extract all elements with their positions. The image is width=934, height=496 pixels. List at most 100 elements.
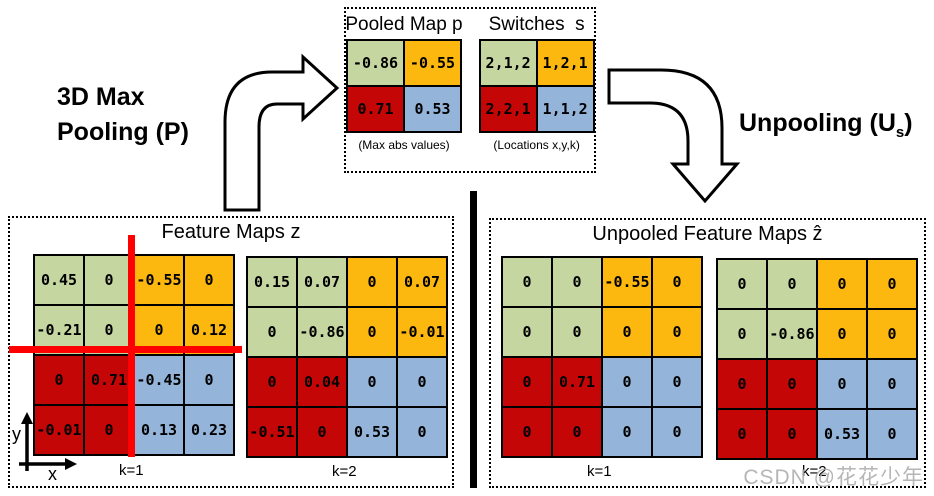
grid-cell: 0 (818, 310, 866, 358)
grid-cell: 1,1,2 (537, 87, 593, 131)
grid-cell: 0.07 (398, 258, 446, 306)
grid-cell: 0.45 (35, 256, 83, 304)
xy-axis-icon (19, 412, 77, 471)
grid-cell: -0.45 (135, 356, 183, 404)
grid-cell: 1,2,1 (537, 41, 593, 85)
grid-cell: 0.53 (818, 410, 866, 458)
grid-cell: 0 (298, 408, 346, 456)
grid-cell: 0.71 (85, 356, 133, 404)
grid-cell: 2,2,1 (480, 87, 536, 131)
max-pooling-label: 3D Max Pooling (P) (57, 80, 189, 149)
grid-cell: 0 (718, 410, 766, 458)
grid-cell: 0 (868, 410, 916, 458)
grid-cell: 0 (868, 360, 916, 408)
grid-cell: 0 (718, 260, 766, 308)
x-axis-label: x (48, 464, 57, 484)
grid-cell: 0 (503, 308, 551, 356)
switches-title: Switches s (488, 14, 585, 35)
k1-label: k=1 (119, 462, 144, 479)
grid-cell: 0.23 (185, 406, 233, 454)
section-divider (470, 191, 477, 488)
pooling-region-crosshair-horizontal (9, 346, 242, 353)
grid-cell: 0 (718, 310, 766, 358)
grid-cell: 0 (85, 256, 133, 304)
grid-cell: -0.55 (405, 41, 460, 85)
grid-cell: -0.55 (135, 256, 183, 304)
grid-cell: 0 (348, 308, 396, 356)
grid-cell: 0.13 (135, 406, 183, 454)
grid-cell: 0 (768, 410, 816, 458)
grid-cell: 0 (553, 308, 601, 356)
grid-cell: 0 (185, 256, 233, 304)
grid-cell: 0.53 (405, 87, 460, 131)
pooling-arrow-icon (223, 53, 340, 212)
unpooling-label: Unpooling (Us) (739, 106, 913, 144)
grid-cell: 0.07 (298, 258, 346, 306)
grid-cell: -0.86 (298, 308, 346, 356)
grid-cell: 0 (553, 258, 601, 306)
grid-cell: 0 (85, 406, 133, 454)
y-axis-label: y (12, 424, 21, 444)
watermark: CSDN @花花少年 (743, 466, 924, 489)
unpooling-label-subscript: s (895, 124, 905, 141)
grid-cell: 0 (503, 408, 551, 456)
grid-cell: 0 (348, 258, 396, 306)
grid-cell: -0.86 (768, 310, 816, 358)
grid-cell: 0 (35, 356, 83, 404)
grid-cell: -0.51 (248, 408, 296, 456)
grid-cell: -0.55 (603, 258, 651, 306)
grid-cell: 0 (868, 260, 916, 308)
k2-label: k=2 (332, 463, 357, 480)
grid-cell: 0 (248, 308, 296, 356)
grid-cell: 0 (398, 358, 446, 406)
grid-cell: 0.71 (348, 87, 403, 131)
unpooling-label-prefix: Unpooling (U (739, 109, 896, 137)
grid-cell: 0 (653, 358, 701, 406)
grid-cell: -0.86 (348, 41, 403, 85)
max-pooling-label-line1: 3D Max (57, 83, 145, 111)
unpooled-maps-title: Unpooled Feature Maps ẑ (592, 223, 823, 245)
grid-cell: 0 (503, 258, 551, 306)
grid-cell: 0 (768, 360, 816, 408)
grid-cell: 0 (398, 408, 446, 456)
unpooling-label-suffix: ) (904, 109, 913, 137)
grid-cell: 0 (553, 408, 601, 456)
grid-cell: 0 (503, 358, 551, 406)
grid-cell: 0.53 (348, 408, 396, 456)
feature-maps-title: Feature Maps z (161, 221, 301, 243)
grid-cell: 0 (603, 308, 651, 356)
pooled-map-title: Pooled Map p (345, 14, 463, 35)
grid-cell: 0 (718, 360, 766, 408)
grid-cell: 0 (653, 408, 701, 456)
grid-cell: -0.01 (35, 406, 83, 454)
max-pooling-label-line2: Pooling (P) (57, 117, 189, 146)
pooled-map-caption: (Max abs values) (358, 138, 450, 152)
grid-cell: 0.71 (553, 358, 601, 406)
grid-cell: 0.04 (298, 358, 346, 406)
switches-caption: (Locations x,y,k) (493, 138, 580, 152)
grid-cell: 0 (818, 260, 866, 308)
grid-cell: 0 (653, 258, 701, 306)
grid-cell: 0 (603, 408, 651, 456)
grid-cell: 0 (868, 310, 916, 358)
grid-cell: 0 (818, 360, 866, 408)
grid-cell: 0.15 (248, 258, 296, 306)
grid-cell: 0 (248, 358, 296, 406)
grid-cell: -0.01 (398, 308, 446, 356)
unpooled-k2-label: k=2 (802, 463, 827, 480)
grid-cell: 0 (185, 356, 233, 404)
grid-cell: 0 (768, 260, 816, 308)
grid-cell: 0 (653, 308, 701, 356)
